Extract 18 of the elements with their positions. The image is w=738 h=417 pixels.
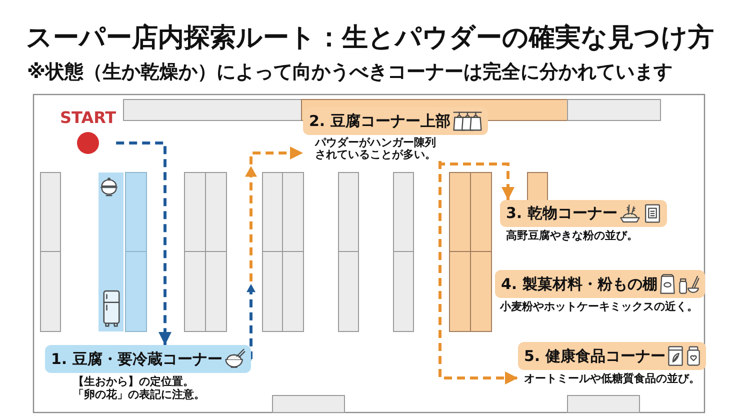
corner-note: 「卵の花」の表記に注意。 [73,388,206,401]
corner-note: 高野豆腐やきな粉の並び。 [506,229,639,242]
dashed-route-arrow [250,146,303,360]
corner-name: 4. 製菓材料・粉もの棚 [501,274,658,294]
subtitle-note: ※状態（生か乾燥か）によって向かうべきコーナーは完全に分かれています [27,60,672,85]
corner-note: 小麦粉やホットケーキミックスの近く。 [500,300,699,313]
diagram-title: スーパー店内探索ルート：生とパウダーの確実な見つけ方 [26,22,714,55]
corner-name: 3. 乾物コーナー [506,204,618,223]
corner-note: オートミールや低糖質食品の並び。 [524,372,701,385]
corner-note: 【生おから】の定位置。 [73,375,195,388]
dashed-route-arrow [116,142,172,345]
start-label: START [60,108,116,128]
dashed-route-arrow [438,161,518,384]
corner-name: 5. 健康食品コーナー [524,346,666,366]
dashed-route-arrow [438,161,514,200]
corner-note: パウダーがハンガー陳列されていることが多い。 [314,137,438,161]
corner-name: 2. 豆腐コーナー上部 [309,112,450,130]
corner-name: 1. 豆腐・要冷蔵コーナー [51,350,222,368]
